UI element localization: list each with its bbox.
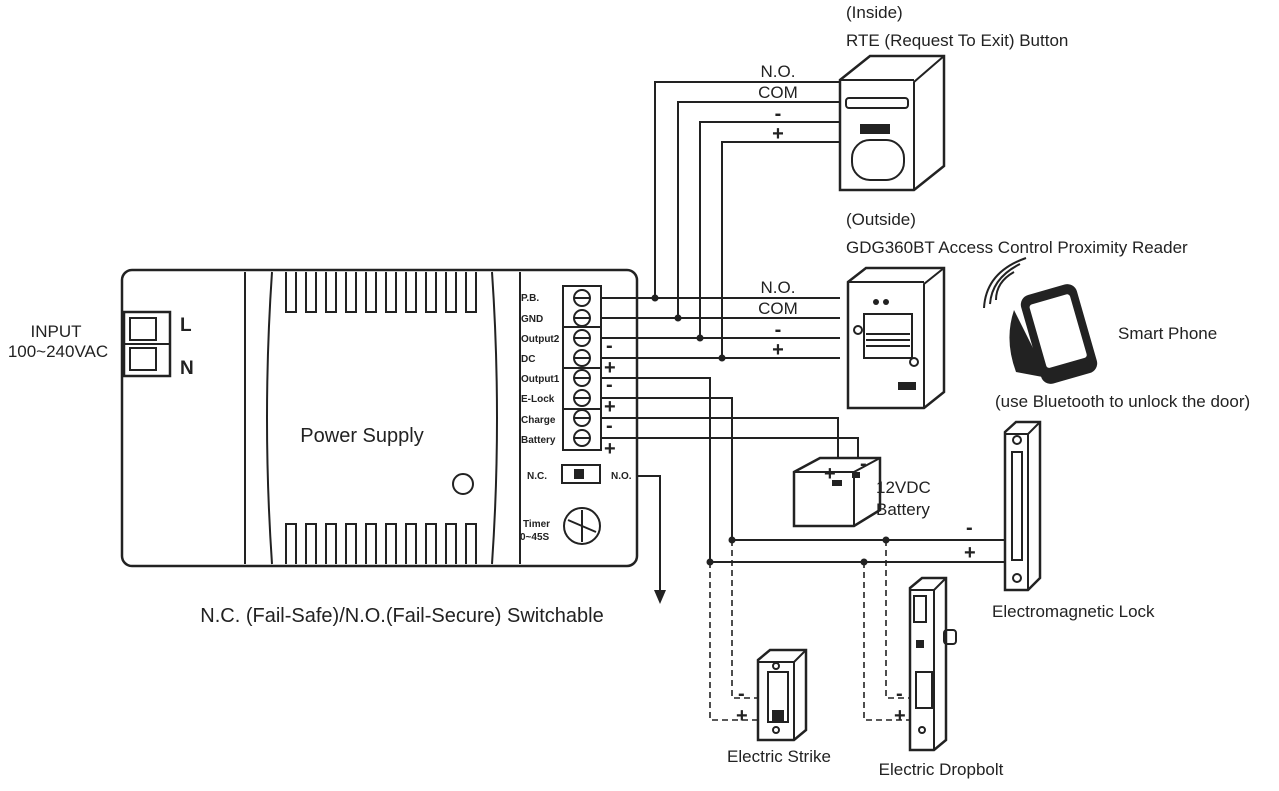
- terminal-screw: [573, 389, 591, 407]
- terminal-label-charge: Charge: [521, 415, 556, 426]
- wiring: [601, 81, 1005, 721]
- reader-wire-com: COM: [758, 299, 798, 318]
- terminal-sign-dc-minus: -: [606, 335, 613, 357]
- terminal-screw: [573, 329, 591, 347]
- rte-location: (Inside): [846, 3, 903, 22]
- terminal-sign-elock-plus: +: [604, 396, 616, 418]
- rte-wire-plus: +: [772, 123, 784, 145]
- maglock-minus: -: [966, 517, 973, 539]
- battery-label: Battery: [876, 500, 930, 519]
- strike-plus: +: [736, 705, 748, 727]
- rte-button-device: [838, 54, 946, 192]
- dropbolt-minus: -: [896, 683, 903, 705]
- terminal-label-gnd: GND: [521, 314, 543, 325]
- dropbolt-plus: +: [894, 705, 906, 727]
- electric-dropbolt-device: [908, 576, 957, 752]
- power-supply-unit: Power Supply: [120, 268, 639, 568]
- terminal-block: [562, 285, 602, 451]
- reader-wire-plus: +: [772, 339, 784, 361]
- terminal-label-pb: P.B.: [521, 293, 539, 304]
- reader-title: GDG360BT Access Control Proximity Reader: [846, 238, 1188, 257]
- mode-switchable-note: N.C. (Fail-Safe)/N.O.(Fail-Secure) Switc…: [200, 605, 603, 627]
- terminal-sign-battery-minus: -: [606, 415, 613, 437]
- terminal-screw: [573, 369, 591, 387]
- reader-location: (Outside): [846, 210, 916, 229]
- strike-minus: -: [738, 683, 745, 705]
- rte-wire-com: COM: [758, 83, 798, 102]
- smartphone-device: [983, 257, 1098, 384]
- terminal-screw: [573, 309, 591, 327]
- battery-plus: +: [824, 463, 836, 485]
- terminal-label-output1: Output1: [521, 374, 560, 385]
- reader-wire-minus: -: [775, 319, 782, 341]
- dropbolt-title: Electric Dropbolt: [879, 760, 1004, 779]
- input-voltage-range: 100~240VAC: [8, 342, 108, 361]
- electromagnetic-lock-device: [1003, 420, 1042, 592]
- timer-range: 0~45S: [520, 532, 550, 543]
- terminal-screw: [573, 289, 591, 307]
- electric-strike-device: [756, 648, 808, 742]
- reader-wire-no: N.O.: [761, 278, 796, 297]
- terminal-sign-dc-plus: +: [604, 357, 616, 379]
- maglock-plus: +: [964, 542, 976, 564]
- mode-switch[interactable]: [561, 464, 601, 484]
- maglock-title: Electromagnetic Lock: [992, 602, 1155, 621]
- terminal-label-battery: Battery: [521, 435, 556, 446]
- switch-nc-label: N.C.: [527, 471, 547, 482]
- terminal-screw: [573, 349, 591, 367]
- battery-voltage: 12VDC: [876, 478, 931, 497]
- strike-title: Electric Strike: [727, 747, 831, 766]
- rte-wire-minus: -: [775, 103, 782, 125]
- terminal-sign-battery-plus: +: [604, 438, 616, 460]
- smartphone-note: (use Bluetooth to unlock the door): [995, 392, 1250, 411]
- input-l-label: L: [180, 315, 192, 336]
- terminal-label-elock: E-Lock: [521, 394, 555, 405]
- terminal-sign-elock-minus: -: [606, 374, 613, 396]
- terminal-label-output2: Output2: [521, 334, 560, 345]
- input-n-label: N: [180, 358, 194, 379]
- input-title: INPUT: [31, 322, 82, 341]
- timer-label: Timer: [523, 519, 550, 530]
- switch-no-label: N.O.: [611, 471, 632, 482]
- terminal-screw: [573, 429, 591, 447]
- terminal-label-dc: DC: [521, 354, 535, 365]
- power-supply-title: Power Supply: [300, 425, 423, 447]
- smartphone-title: Smart Phone: [1118, 324, 1217, 343]
- proximity-reader-device: [846, 266, 946, 410]
- rte-title: RTE (Request To Exit) Button: [846, 31, 1068, 50]
- battery-device: [792, 456, 882, 528]
- rte-wire-no: N.O.: [761, 62, 796, 81]
- timer-dial[interactable]: [563, 507, 601, 545]
- battery-minus: -: [860, 453, 867, 475]
- terminal-screw: [573, 409, 591, 427]
